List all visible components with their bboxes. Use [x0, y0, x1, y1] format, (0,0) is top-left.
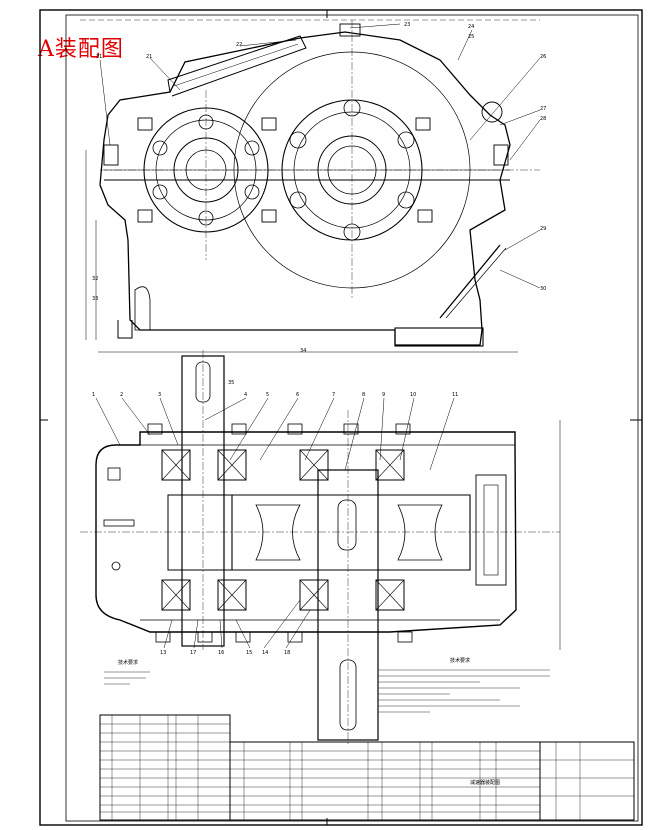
callout-7: 7 [332, 392, 335, 398]
callout-3: 3 [158, 392, 161, 398]
callout-29: 29 [540, 226, 546, 232]
callout-2: 2 [120, 392, 123, 398]
callout-28: 28 [540, 116, 546, 122]
callout-4: 4 [244, 392, 247, 398]
callout-14: 14 [262, 650, 268, 656]
technical-requirements-left: 技术要求 [104, 659, 150, 685]
callout-17: 17 [190, 650, 196, 656]
callout-16: 16 [218, 650, 224, 656]
tech-req-right-title: 技术要求 [450, 657, 470, 664]
drawing-title-label: A装配图 [38, 37, 124, 62]
callout-30: 30 [540, 286, 546, 292]
front-view-leaders [99, 23, 541, 289]
callout-1: 1 [92, 392, 95, 398]
tech-req-left-title: 技术要求 [118, 659, 138, 666]
callout-33: 33 [92, 296, 98, 302]
section-leaders [95, 397, 455, 649]
callout-11: 11 [452, 392, 458, 398]
callout-32: 32 [92, 276, 98, 282]
callout-8: 8 [362, 392, 365, 398]
callout-15: 15 [246, 650, 252, 656]
callout-35: 35 [228, 380, 234, 386]
callout-22: 22 [236, 42, 242, 48]
callout-6: 6 [296, 392, 299, 398]
callout-24: 24 [468, 24, 474, 30]
inner-border [65, 14, 639, 822]
section-callouts: 1 2 3 4 5 6 7 8 9 10 11 13 17 16 15 14 1… [92, 392, 458, 656]
top-section-view [80, 350, 561, 745]
technical-requirements-right: 技术要求 [378, 657, 550, 713]
callout-23: 23 [404, 22, 410, 28]
callout-13: 13 [160, 650, 166, 656]
front-view [80, 19, 540, 353]
callout-9: 9 [382, 392, 385, 398]
callout-31: 31 [96, 54, 102, 60]
callout-10: 10 [410, 392, 416, 398]
callout-34: 34 [300, 348, 306, 354]
callout-26: 26 [540, 54, 546, 60]
title-block-name: 减速器装配图 [470, 779, 500, 786]
front-view-callouts: 21 22 23 24 25 26 27 28 29 30 31 32 33 3… [92, 22, 546, 386]
callout-21: 21 [146, 54, 152, 60]
outer-border [39, 9, 643, 826]
bill-of-materials [99, 714, 635, 821]
callout-5: 5 [266, 392, 269, 398]
callout-27: 27 [540, 106, 546, 112]
callout-25: 25 [468, 34, 474, 40]
callout-18: 18 [284, 650, 290, 656]
